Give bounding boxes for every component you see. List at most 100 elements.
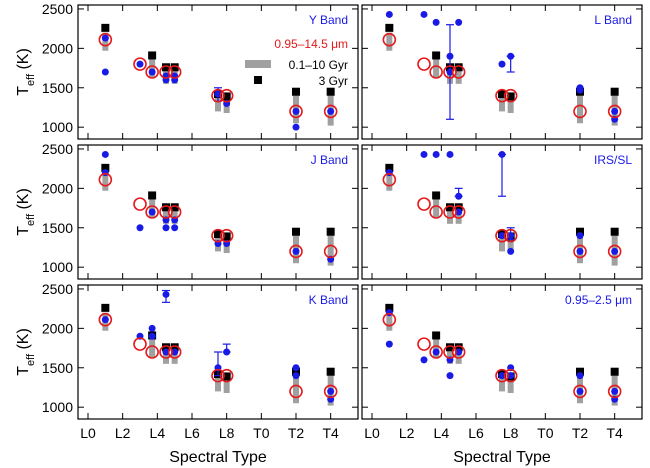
observed-point bbox=[148, 208, 156, 216]
panel-frame bbox=[77, 284, 359, 420]
observed-point bbox=[498, 372, 506, 380]
age-range-bar bbox=[102, 172, 109, 191]
observed-point bbox=[385, 340, 393, 348]
observed-point bbox=[611, 107, 619, 115]
observed-point bbox=[432, 348, 440, 356]
model-point bbox=[133, 337, 147, 351]
age-range-bar bbox=[507, 97, 514, 113]
model-point bbox=[219, 368, 234, 383]
y-tick-label: 2000 bbox=[42, 40, 73, 56]
model-point bbox=[289, 384, 303, 399]
model-point bbox=[573, 384, 587, 399]
x-tick-label: T2 bbox=[288, 425, 305, 441]
observed-point bbox=[455, 18, 463, 26]
observed-point bbox=[385, 10, 393, 18]
model-point bbox=[167, 205, 182, 219]
observed-point bbox=[148, 68, 156, 76]
age-range-bar bbox=[171, 347, 178, 364]
observed-point bbox=[148, 332, 156, 340]
observed-point bbox=[576, 232, 584, 240]
model-point bbox=[503, 228, 518, 243]
age-range-bar bbox=[447, 207, 453, 224]
gyr3-square bbox=[432, 331, 441, 340]
age-range-bar bbox=[215, 376, 221, 392]
age-range-bar bbox=[433, 198, 440, 219]
band-label: 0.95–2.5 μm bbox=[565, 293, 632, 307]
panel-frame bbox=[361, 144, 643, 280]
model-point bbox=[429, 205, 443, 219]
age-range-bar bbox=[577, 372, 583, 404]
band-label: L Band bbox=[594, 13, 632, 27]
gyr3-square bbox=[432, 191, 441, 200]
x-tick-label: T0 bbox=[537, 425, 554, 441]
legend-square-swatch bbox=[254, 76, 262, 84]
model-point bbox=[98, 172, 113, 187]
model-point bbox=[167, 345, 182, 359]
age-range-bar bbox=[507, 377, 514, 393]
model-point bbox=[382, 312, 397, 327]
observed-point bbox=[420, 10, 428, 18]
gyr3-square bbox=[576, 227, 584, 236]
observed-point bbox=[327, 387, 335, 395]
x-tick-label: T4 bbox=[322, 425, 339, 441]
observed-point bbox=[292, 247, 300, 255]
x-axis-title: Spectral Type bbox=[169, 449, 267, 466]
age-range-bar bbox=[433, 338, 440, 359]
observed-point bbox=[455, 348, 463, 356]
observed-point bbox=[292, 372, 300, 380]
observed-point bbox=[432, 18, 440, 26]
gyr3-square bbox=[222, 232, 231, 241]
panel-frame bbox=[77, 4, 359, 140]
gyr3-square bbox=[385, 163, 394, 172]
model-point bbox=[495, 368, 509, 383]
gyr3-square bbox=[214, 230, 222, 239]
x-tick-label: L6 bbox=[184, 425, 200, 441]
gyr3-square bbox=[170, 343, 179, 352]
observed-point bbox=[432, 150, 440, 158]
model-point bbox=[289, 104, 303, 119]
age-range-bar bbox=[149, 58, 156, 79]
age-range-bar bbox=[577, 232, 583, 264]
gyr3-square bbox=[222, 372, 231, 381]
gyr3-square bbox=[148, 191, 157, 200]
model-point bbox=[211, 228, 225, 243]
y-axis-title: Teff (K) bbox=[15, 328, 37, 376]
age-range-bar bbox=[455, 347, 462, 364]
age-range-bar bbox=[433, 58, 440, 79]
observed-point bbox=[498, 232, 506, 240]
panel-frame bbox=[361, 284, 643, 420]
model-point bbox=[417, 337, 431, 351]
observed-point bbox=[136, 224, 144, 232]
model-point bbox=[573, 244, 587, 259]
panel-frame bbox=[361, 4, 643, 140]
gyr3-square bbox=[576, 367, 584, 376]
x-tick-label: L2 bbox=[399, 425, 415, 441]
legend-bar-label: 0.1–10 Gyr bbox=[289, 58, 348, 72]
observed-point bbox=[171, 224, 179, 232]
gyr3-square bbox=[170, 63, 179, 72]
age-range-bar bbox=[455, 67, 462, 84]
gyr3-square bbox=[326, 227, 335, 236]
model-point bbox=[159, 65, 173, 79]
age-range-bar bbox=[149, 198, 156, 219]
age-range-bar bbox=[386, 32, 393, 51]
model-point bbox=[211, 88, 225, 103]
model-point bbox=[145, 345, 159, 359]
gyr3-square bbox=[610, 227, 619, 236]
model-point bbox=[211, 368, 225, 383]
observed-point bbox=[507, 247, 515, 255]
legend-square-label: 3 Gyr bbox=[319, 74, 348, 88]
model-point bbox=[323, 104, 338, 119]
band-label: IRS/SL bbox=[594, 153, 632, 167]
observed-point bbox=[507, 232, 515, 240]
observed-point bbox=[162, 348, 170, 356]
model-point bbox=[133, 57, 147, 71]
age-range-bar bbox=[215, 96, 221, 112]
panel-frame bbox=[77, 144, 359, 280]
observed-point bbox=[214, 90, 222, 98]
y-tick-label: 2000 bbox=[42, 180, 73, 196]
observed-point bbox=[101, 68, 109, 76]
gyr3-square bbox=[610, 87, 619, 96]
model-point bbox=[323, 384, 338, 399]
